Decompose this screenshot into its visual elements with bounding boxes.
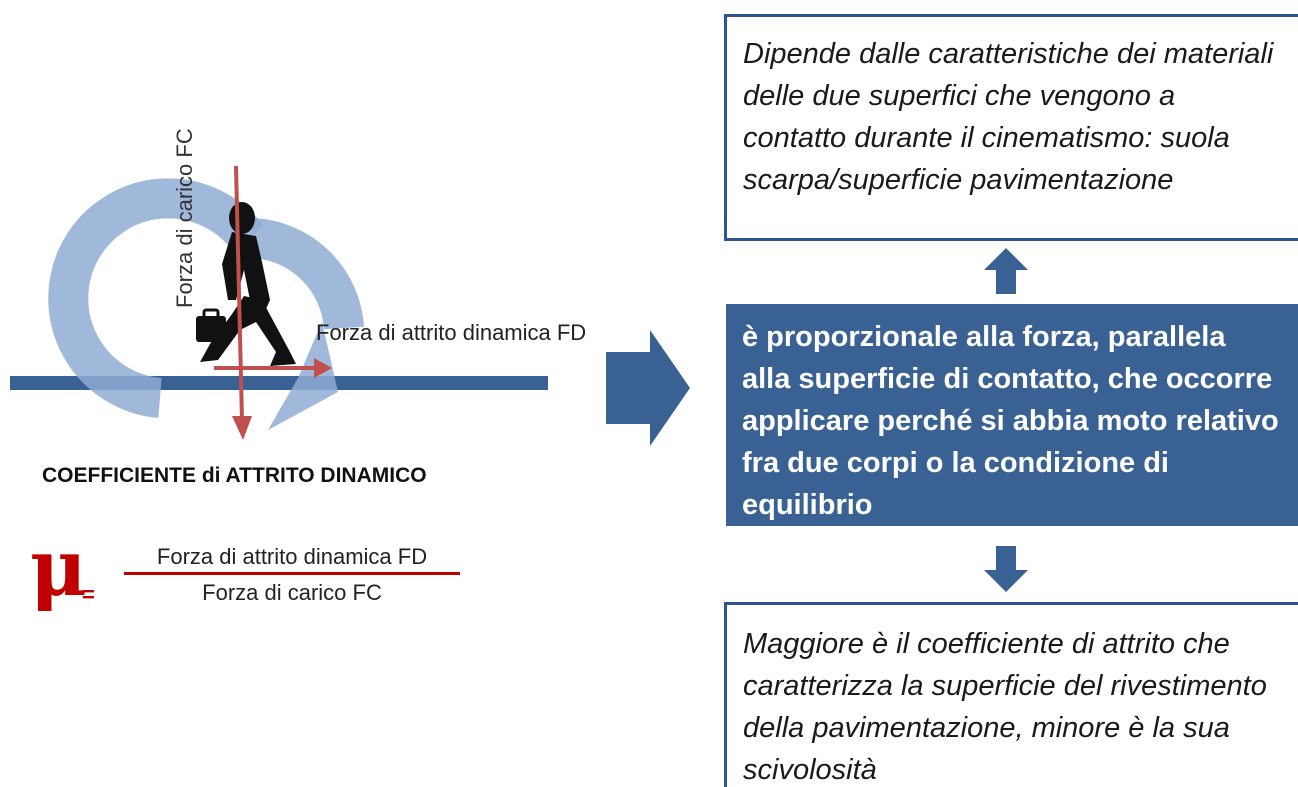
equals-sign: =: [82, 582, 95, 607]
slipperiness-box: Maggiore è il coefficiente di attrito ch…: [724, 602, 1298, 787]
materials-dependency-box: Dipende dalle caratteristiche dei materi…: [724, 14, 1298, 241]
mu-symbol: μ: [30, 523, 88, 614]
arrow-up-icon: [984, 248, 1028, 294]
definition-box: è proporzionale alla forza, parallela al…: [726, 304, 1298, 526]
coefficient-title: COEFFICIENTE di ATTRITO DINAMICO: [42, 464, 427, 487]
formula-denominator: Forza di carico FC: [202, 580, 382, 605]
load-force-label: Forza di carico FC: [172, 128, 197, 308]
load-force-arrow: [232, 165, 252, 440]
friction-diagram: [10, 165, 690, 446]
circular-arrow-icon: [48, 178, 364, 430]
friction-force-label: Forza di attrito dinamica FD: [316, 320, 587, 345]
arrow-down-icon: [984, 546, 1028, 592]
block-arrow-right-icon: [606, 330, 690, 446]
fraction-line: [124, 572, 460, 575]
friction-force-arrow: [214, 358, 332, 378]
formula-numerator: Forza di attrito dinamica FD: [156, 544, 428, 569]
